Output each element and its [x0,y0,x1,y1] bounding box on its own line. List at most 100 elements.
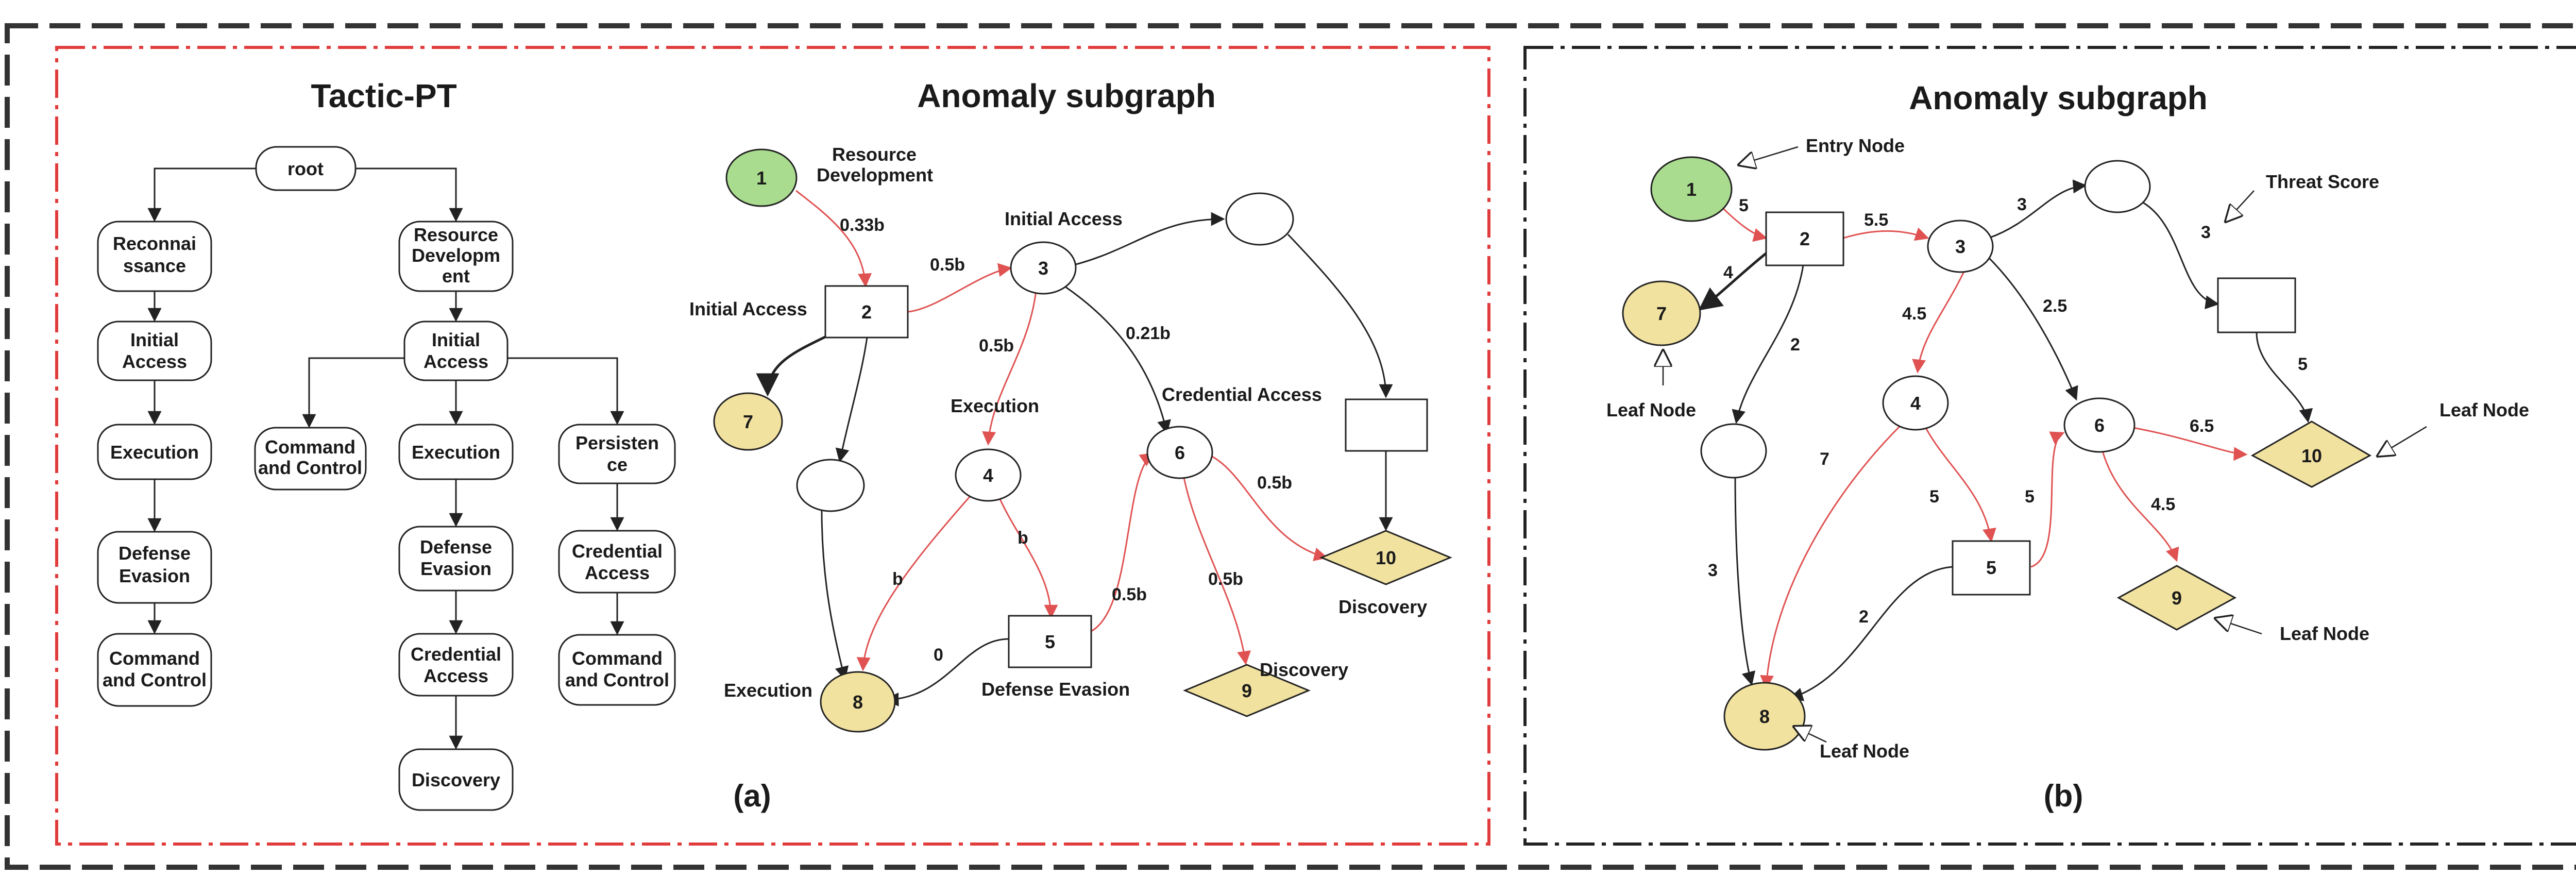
graph-b-nodes: 1 2 3 7 4 6 [1622,156,2372,751]
edge-a-5-8 [885,638,1009,706]
svg-text:Persisten: Persisten [575,432,659,453]
tree-node-command-control-mid: Command and Control [254,427,367,491]
anomaly-subgraph-title-a: Anomaly subgraph [917,77,1216,114]
svg-text:ce: ce [607,454,628,475]
node-a-8: 8 [820,671,896,733]
tree-node-credential-access-mid: Credential Access [398,633,514,697]
svg-text:Access: Access [122,351,187,372]
node-b-5: 5 [1952,540,2031,596]
edge-b-6-10 [2132,427,2248,461]
svg-text:10: 10 [2301,445,2322,466]
svg-text:8: 8 [1759,706,1770,727]
edge-a-4-8 [856,492,975,671]
outer-frame [5,23,2576,870]
weight-b-2-3: 5.5 [1864,210,1888,230]
node-b-3: 3 [1927,220,1994,273]
svg-text:9: 9 [1242,680,1252,701]
graph-a-labels: Resource Development Initial Access Init… [689,144,1427,813]
edge-a-top-rect [1287,233,1393,398]
svg-text:Access: Access [585,562,650,583]
tree-node-execution-left: Execution [97,424,212,480]
edge-a-5-6 [1091,452,1155,632]
node-a-5: 5 [1008,615,1092,668]
label-entry-node: Entry Node [1806,135,1905,156]
tree-node-execution-mid: Execution [398,424,514,480]
svg-text:and Control: and Control [103,669,207,690]
svg-text:and Control: and Control [565,669,669,690]
edge-a-u-8 [821,510,849,681]
svg-text:Reconnai: Reconnai [113,233,196,254]
weight-b-1-2: 5 [1739,196,1749,215]
svg-text:3: 3 [1038,258,1048,279]
svg-text:ssance: ssance [123,255,186,276]
label-leaf-node-10: Leaf Node [2439,399,2529,420]
node-a-6: 6 [1146,426,1213,479]
anomaly-subgraph-title-b: Anomaly subgraph [1909,79,2208,116]
weight-b-5-6: 5 [2025,487,2035,507]
svg-text:Execution: Execution [110,442,199,463]
graph-b-edges [1698,179,2313,701]
edge-b-4-8 [1760,419,1907,689]
label-credential-access-6: Credential Access [1162,384,1322,405]
weight-b-2-7: 4 [1723,263,1733,282]
edge-b-4-5 [1921,419,1996,543]
edge-b-2-3 [1843,227,1929,241]
edge-a-4-5 [996,492,1058,619]
tactic-tree [147,167,624,750]
svg-text:5: 5 [1986,557,1996,578]
svg-text:Execution: Execution [412,442,500,463]
tree-node-defense-evasion-left: Defense Evasion [97,531,212,604]
svg-text:ent: ent [442,265,470,287]
edge-b-5-6 [2030,431,2065,568]
label-defense-evasion-5: Defense Evasion [981,679,1130,700]
svg-text:7: 7 [743,411,753,432]
caption-b: (b) [2044,779,2083,813]
weight-b-6-9: 4.5 [2151,495,2175,514]
weight-a-3-4: 0.5b [979,336,1014,356]
svg-text:Command: Command [109,648,200,669]
svg-text:Evasion: Evasion [119,565,190,586]
node-b-7: 7 [1622,280,1701,346]
svg-text:10: 10 [1376,547,1396,568]
weight-b-2-u: 2 [1790,335,1800,355]
svg-text:Resource: Resource [414,224,498,245]
weight-a-3-6: 0.21b [1126,324,1171,343]
tree-node-credential-access-right: Credential Access [558,530,676,594]
label-resource-1: Resource [832,144,917,165]
edge-a-2-3 [907,263,1012,313]
node-b-4: 4 [1882,375,1949,431]
svg-text:8: 8 [853,692,863,713]
svg-text:6: 6 [2094,415,2105,436]
graph-b-labels: Entry Node Threat Score Leaf Node Leaf N… [1606,135,2529,813]
edge-b-2-7 [1698,251,1768,311]
node-b-1: 1 [1650,156,1733,222]
node-b-8: 8 [1723,682,1806,751]
svg-text:Defense: Defense [118,543,191,564]
tree-node-persistence: Persisten ce [558,424,676,484]
node-a-u [796,459,865,512]
weight-b-u-8: 3 [1708,561,1718,580]
edge-a-3-top [1061,212,1225,269]
svg-text:Command: Command [265,436,355,458]
label-leaf-node-8: Leaf Node [1820,740,1909,762]
tree-node-initial-access-mid: Initial Access [403,321,509,381]
tactic-pt-title: Tactic-PT [311,77,456,114]
svg-text:Access: Access [423,351,488,372]
edge-b-rect-10 [2256,332,2313,423]
label-leaf-node-7: Leaf Node [1606,399,1696,420]
svg-text:1: 1 [756,167,767,189]
weight-a-6-10: 0.5b [1257,473,1292,493]
svg-text:2: 2 [861,301,872,323]
weight-b-5-8: 2 [1859,607,1869,627]
weight-a-5-8: 0 [934,645,943,665]
label-threat-score: Threat Score [2266,171,2379,192]
svg-text:Developm: Developm [412,245,500,266]
label-leaf-node-9: Leaf Node [2280,623,2369,644]
edge-a-6-9 [1181,469,1251,665]
node-b-6: 6 [2063,397,2136,453]
edge-b-top-rect [2138,199,2219,310]
svg-text:9: 9 [2172,587,2182,609]
tree-node-command-control-left: Command and Control [97,633,212,707]
node-b-top [2084,160,2151,213]
